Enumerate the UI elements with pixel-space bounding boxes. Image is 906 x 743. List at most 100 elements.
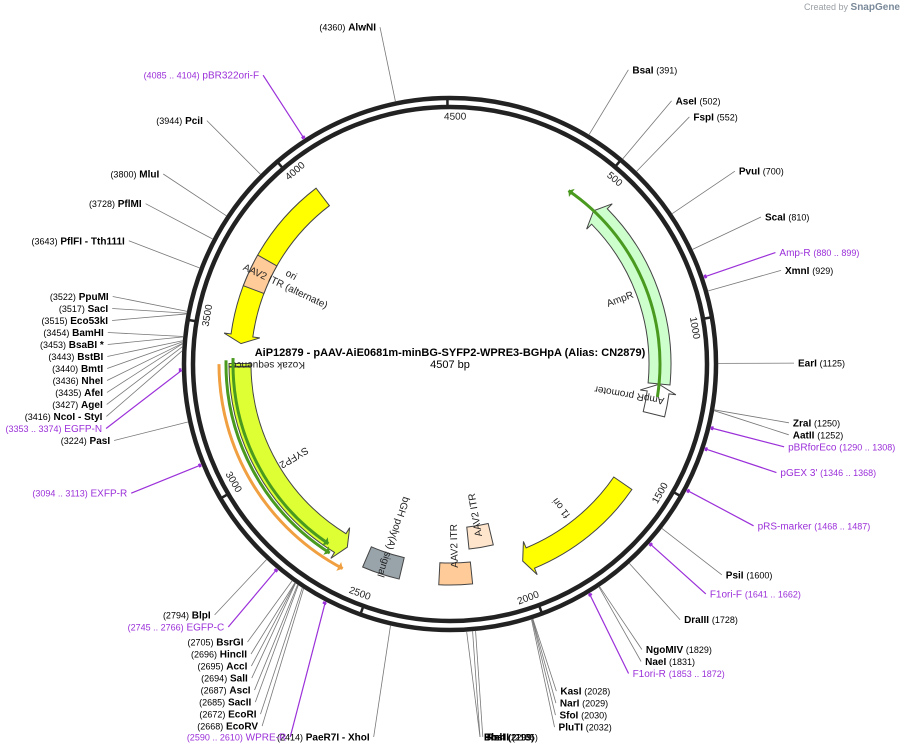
primer-name-pgex-3: pGEX 3' xyxy=(780,468,817,479)
site-label-pflfi-tth111i[interactable]: (3643) PflFI - Tth111I xyxy=(32,236,125,247)
site-position-ecori: (2672) xyxy=(199,710,225,720)
site-label-pcii[interactable]: (3944) PciI xyxy=(156,116,203,127)
site-label-ecorv[interactable]: (2668) EcoRV xyxy=(197,722,258,733)
site-text-bamhi: (3454) BamHI xyxy=(43,328,104,339)
site-leader-pflmi xyxy=(145,203,214,240)
site-label-nhei[interactable]: (3436) NheI xyxy=(53,376,104,387)
site-label-scai[interactable]: ScaI (810) xyxy=(765,212,809,223)
primer-site-mark-wpre-r xyxy=(322,601,327,606)
site-label-psii[interactable]: PsiI (1600) xyxy=(726,570,773,581)
site-name-asei: AseI xyxy=(676,96,697,107)
site-label-ppumi[interactable]: (3522) PpuMI xyxy=(50,292,109,303)
site-label-pasi[interactable]: (3224) PasI xyxy=(61,436,111,447)
site-label-ncoi-styi[interactable]: (3416) NcoI - StyI xyxy=(25,412,103,423)
primer-site-mark-pbr322ori-f xyxy=(301,135,306,140)
site-label-pflmi[interactable]: (3728) PflMI xyxy=(89,199,142,210)
site-label-asci[interactable]: (2687) AscI xyxy=(201,686,251,697)
site-leader-sacii xyxy=(254,584,299,703)
site-label-bamhi[interactable]: (3454) BamHI xyxy=(43,328,104,339)
feature-shape-ampr-promoter xyxy=(640,383,677,418)
site-label-nari[interactable]: NarI (2029) xyxy=(560,699,608,710)
primer-label-egfp-n[interactable]: (3353 .. 3374) EGFP-N xyxy=(5,424,102,435)
site-leader-ngomiv xyxy=(599,586,643,650)
site-label-pluti[interactable]: PluTI (2032) xyxy=(559,723,612,734)
primer-label-pbr322ori-f[interactable]: (4085 .. 4104) pBR322ori-F xyxy=(144,71,260,82)
site-label-ngomiv[interactable]: NgoMIV (1829) xyxy=(646,645,712,656)
feature-label-ori: ori xyxy=(283,268,298,283)
site-position-rsrii: (2185) xyxy=(512,733,538,743)
site-label-ecori[interactable]: (2672) EcoRI xyxy=(199,710,256,721)
site-label-blpi[interactable]: (2794) BlpI xyxy=(163,610,211,621)
site-leader-pflfi-tth111i xyxy=(128,240,200,269)
site-label-mlui[interactable]: (3800) MluI xyxy=(110,169,159,180)
site-label-bbsi[interactable]: BbsI (2209) xyxy=(484,733,534,743)
primer-site-mark-prs-marker xyxy=(686,488,691,494)
site-label-bsai[interactable]: BsaI (391) xyxy=(632,65,677,76)
site-label-hincii[interactable]: (2696) HincII xyxy=(191,650,247,661)
primer-label-f1ori-r[interactable]: F1ori-R (1853 .. 1872) xyxy=(633,669,725,680)
site-label-acci[interactable]: (2695) AccI xyxy=(197,662,247,673)
site-label-asei[interactable]: AseI (502) xyxy=(676,96,721,107)
tick-label-1000: 1000 xyxy=(687,316,702,340)
site-label-agei[interactable]: (3427) AgeI xyxy=(52,400,103,411)
feature-bgh-poly-a-signal: bGH poly(A) signal xyxy=(361,495,411,580)
primer-label-pgex-3[interactable]: pGEX 3' (1346 .. 1368) xyxy=(780,468,876,479)
feature-label-kozak-sequence: Kozak sequence xyxy=(231,359,305,370)
site-label-naei[interactable]: NaeI (1831) xyxy=(645,657,695,668)
site-position-bsai: (391) xyxy=(656,65,677,75)
site-label-pmli[interactable]: PmlI (2193) xyxy=(484,733,534,743)
site-position-ncoi-styi: (3416) xyxy=(25,412,51,422)
site-label-xmni[interactable]: XmnI (929) xyxy=(785,266,833,277)
site-name-ncoi-styi: NcoI - StyI xyxy=(54,412,103,423)
site-label-fspi[interactable]: FspI (552) xyxy=(693,112,737,123)
primer-text-pbrforeco: pBRforEco (1290 .. 1308) xyxy=(788,442,895,453)
site-text-kasi: KasI (2028) xyxy=(560,687,610,698)
site-label-alwni[interactable]: (4360) AlwNI xyxy=(319,23,376,34)
site-label-saci[interactable]: (3517) SacI xyxy=(59,304,109,315)
site-label-rsrii[interactable]: RsrII (2185) xyxy=(487,733,538,743)
site-label-bmti[interactable]: (3440) BmtI xyxy=(52,364,103,375)
site-label-bsabi[interactable]: (3453) BsaBI * xyxy=(40,340,104,351)
site-leader-agei xyxy=(106,346,183,405)
site-label-zrai[interactable]: ZraI (1250) xyxy=(793,418,840,429)
site-label-sfoi[interactable]: SfoI (2030) xyxy=(559,711,607,722)
site-label-sali[interactable]: (2694) SalI xyxy=(201,674,248,685)
site-text-ncoi-styi: (3416) NcoI - StyI xyxy=(25,412,103,423)
site-label-afei[interactable]: (3435) AfeI xyxy=(55,388,103,399)
primer-text-egfp-n: (3353 .. 3374) EGFP-N xyxy=(5,424,102,435)
site-label-bsrgi[interactable]: (2705) BsrGI xyxy=(187,638,243,649)
primer-binding-arrowhead-1 xyxy=(336,562,343,571)
site-label-sacii[interactable]: (2685) SacII xyxy=(199,698,251,709)
primer-label-wpre-r[interactable]: (2590 .. 2610) WPRE-R xyxy=(187,733,286,743)
primer-binding-arrows xyxy=(217,188,662,571)
site-label-aatii[interactable]: AatII (1252) xyxy=(793,430,843,441)
site-label-pvui[interactable]: PvuI (700) xyxy=(739,167,784,178)
primer-label-exfp-r[interactable]: (3094 .. 3113) EXFP-R xyxy=(32,489,127,500)
feature-aav2-itr-2: AAV2 ITR xyxy=(438,524,474,586)
feature-label-f1-ori: f1 ori xyxy=(551,496,573,520)
site-text-ngomiv: NgoMIV (1829) xyxy=(646,645,712,656)
site-text-aatii: AatII (1252) xyxy=(793,430,843,441)
primer-label-prs-marker[interactable]: pRS-marker (1468 .. 1487) xyxy=(758,521,871,532)
primer-label-pbrforeco[interactable]: pBRforEco (1290 .. 1308) xyxy=(788,442,895,453)
site-label-eari[interactable]: EarI (1125) xyxy=(798,359,845,370)
primer-label-f1ori-f[interactable]: F1ori-F (1641 .. 1662) xyxy=(710,589,801,600)
site-leader-bsabi xyxy=(107,336,184,345)
site-text-agei: (3427) AgeI xyxy=(52,400,103,411)
site-text-bmti: (3440) BmtI xyxy=(52,364,103,375)
site-position-paer7i-xhoi: (2414) xyxy=(277,733,303,743)
primer-label-amp-r[interactable]: Amp-R (880 .. 899) xyxy=(779,248,859,259)
site-position-hincii: (2696) xyxy=(191,650,217,660)
site-label-paer7i-xhoi[interactable]: (2414) PaeR7I - XhoI xyxy=(277,733,370,743)
site-text-rsrii: RsrII (2185) xyxy=(487,733,538,743)
site-label-eco53ki[interactable]: (3515) Eco53kI xyxy=(41,316,108,327)
site-name-pcii: PciI xyxy=(185,116,203,127)
primer-label-egfp-c[interactable]: (2745 .. 2766) EGFP-C xyxy=(128,622,225,633)
site-label-draiii[interactable]: DraIII (1728) xyxy=(684,615,738,626)
primer-name-prs-marker: pRS-marker xyxy=(758,521,813,532)
primer-range-pbr322ori-f: (4085 .. 4104) xyxy=(144,71,200,81)
site-name-xmni: XmnI xyxy=(785,266,810,277)
site-label-kasi[interactable]: KasI (2028) xyxy=(560,687,610,698)
site-label-bstbi[interactable]: (3443) BstBI xyxy=(48,352,103,363)
site-leader-bamhi xyxy=(107,332,184,337)
